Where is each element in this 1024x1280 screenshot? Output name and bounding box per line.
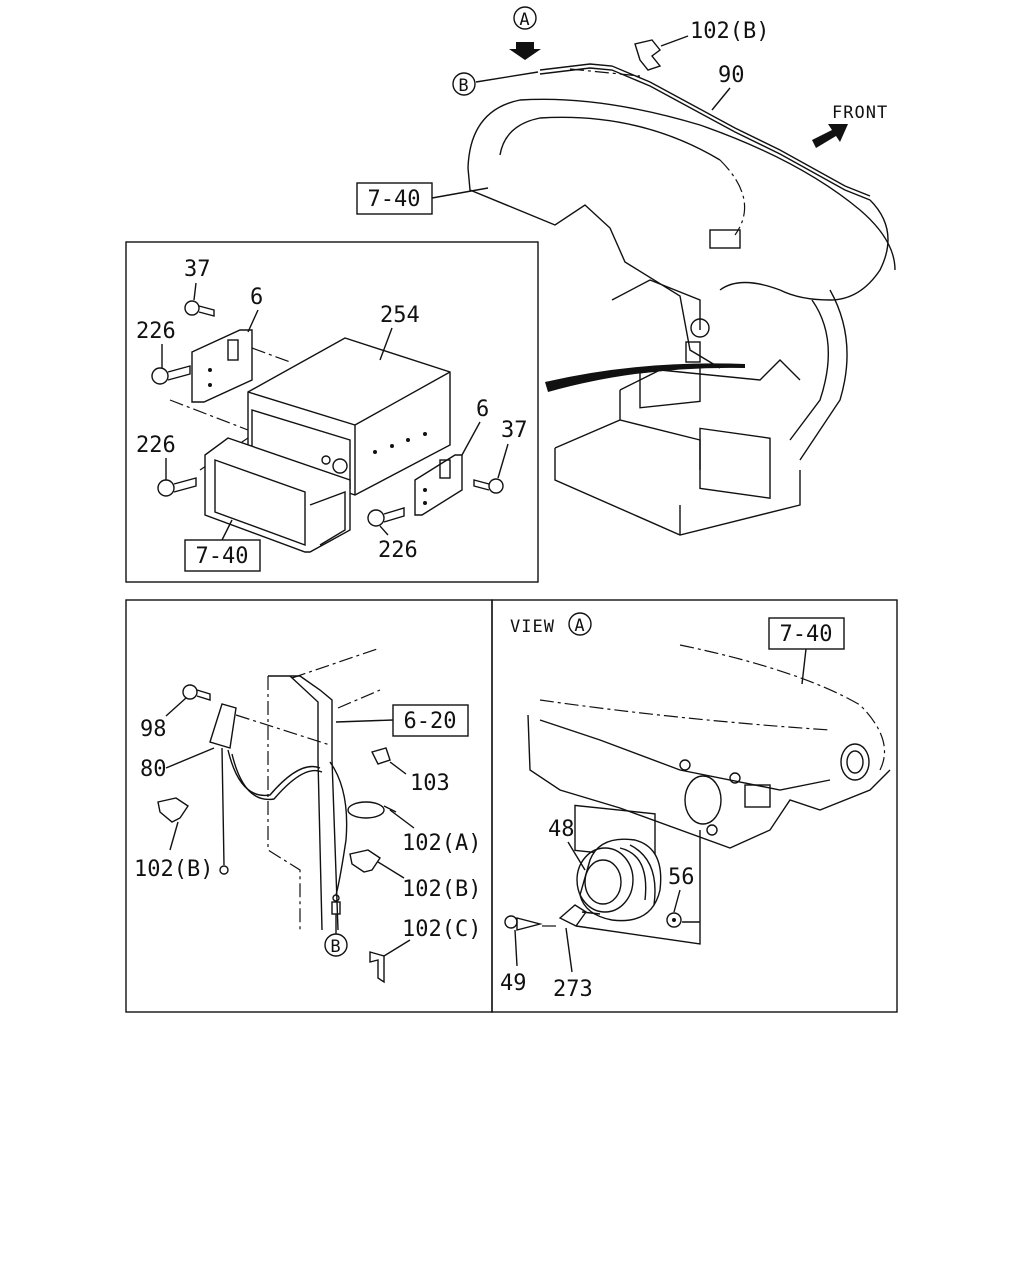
view-circle-label: A (574, 616, 585, 636)
part-56-label: 56 (668, 865, 695, 890)
panel-frame-speaker (491, 599, 898, 1013)
clamp-102b-top: 102(B) (634, 19, 769, 71)
svg-text:6-20: 6-20 (404, 709, 457, 734)
clamp-102b-left (157, 797, 189, 851)
view-a-marker: A (509, 6, 541, 60)
part-102b-top-label: 102(B) (690, 19, 769, 44)
part-102b-left-label: 102(B) (134, 857, 213, 882)
bracket-6-right (414, 454, 463, 516)
down-arrow-icon (509, 42, 541, 60)
dashboard-body (467, 98, 896, 536)
screw-37-a (184, 300, 215, 317)
part-37-b-label: 37 (501, 418, 528, 443)
nut-56 (666, 912, 682, 928)
front-indicator: FRONT (812, 103, 888, 148)
part-273-label: 273 (553, 977, 593, 1002)
svg-text:7-40: 7-40 (368, 187, 421, 212)
bolt-226-b (157, 477, 197, 497)
ref-7-40-top: 7-40 (356, 182, 489, 215)
circle-b-bottom: B (324, 914, 348, 957)
part-254-label: 254 (380, 303, 420, 328)
view-a-speaker-panel: VIEW A 7-40 (491, 599, 898, 1013)
part-49-label: 49 (500, 971, 527, 996)
bracket-6-left (191, 329, 253, 403)
bolt-226-a (151, 365, 191, 385)
part-102b-mid-label: 102(B) (402, 877, 481, 902)
clamp-102b-mid (349, 849, 405, 879)
clip-103 (370, 747, 407, 775)
instrument-panel-overview: A B 102(B) 90 FRONT (356, 6, 896, 536)
clip-102c (369, 939, 411, 984)
speaker-48 (576, 838, 662, 922)
part-98-label: 98 (140, 717, 167, 742)
antenna-80 (209, 703, 348, 915)
part-103-label: 103 (410, 771, 450, 796)
panel-frame (125, 241, 539, 583)
svg-text:B: B (330, 937, 341, 957)
leader-arrow (545, 363, 745, 392)
part-6-b-label: 6 (476, 397, 489, 422)
band-102a (347, 801, 415, 829)
svg-text:B: B (458, 76, 469, 96)
part-226-c-label: 226 (378, 538, 418, 563)
part-37-a-label: 37 (184, 257, 211, 282)
antenna-panel: 6-20 98 80 102(B) (125, 599, 493, 1013)
ref-7-40-view: 7-40 (768, 617, 845, 685)
bolt-226-c (367, 507, 405, 527)
view-label: VIEW (510, 617, 555, 637)
dashboard-underside (527, 644, 891, 860)
part-90-label: 90 (718, 63, 745, 88)
screw-37-b (473, 478, 504, 494)
part-102a-label: 102(A) (402, 831, 481, 856)
circle-b-top: B (452, 71, 539, 96)
part-48-label: 48 (548, 817, 575, 842)
circle-a-label: A (519, 10, 530, 30)
antenna-cable-90 (539, 63, 889, 301)
svg-text:7-40: 7-40 (780, 622, 833, 647)
part-6-a-label: 6 (250, 285, 263, 310)
part-80-label: 80 (140, 757, 167, 782)
clip-273 (558, 904, 587, 927)
radio-mounting-panel: 254 6 37 226 (125, 241, 539, 583)
svg-text:7-40: 7-40 (196, 544, 249, 569)
ref-7-40-box: 7-40 (184, 519, 261, 572)
front-arrow-icon (812, 124, 848, 148)
part-226-a-label: 226 (136, 319, 176, 344)
part-226-b-label: 226 (136, 433, 176, 458)
part-102c-label: 102(C) (402, 917, 481, 942)
front-label: FRONT (832, 103, 888, 123)
screw-49 (504, 915, 543, 931)
ref-6-20: 6-20 (335, 704, 469, 737)
bezel-frame (204, 437, 351, 553)
screw-98 (182, 684, 211, 701)
